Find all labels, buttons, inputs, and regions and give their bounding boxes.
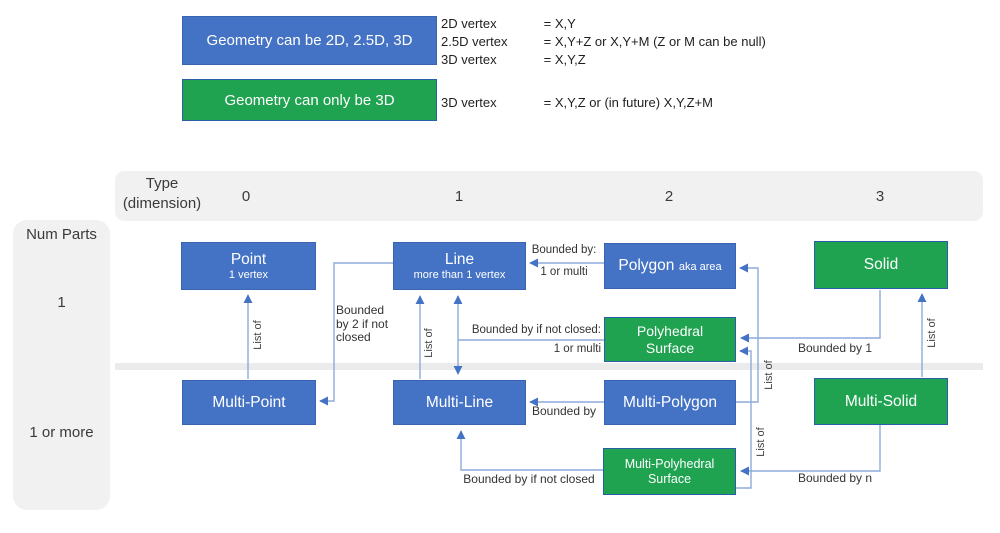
legend-term: 2.5D vertex xyxy=(441,34,508,49)
column-header-1: 1 xyxy=(454,188,464,205)
edge-multipolygon-to-polygon-listof xyxy=(736,263,759,403)
node-solid: Solid xyxy=(814,241,948,289)
edge-label-list-of-polygon: List of xyxy=(763,360,775,390)
num-parts-side-panel xyxy=(13,220,110,510)
legend-only-3d-label: Geometry can only be 3D xyxy=(224,91,395,109)
edge-label-bounded-by-if-not-closed: Bounded by if not closed xyxy=(463,472,595,486)
edge-label-bounded-by-2-if-not-closed: Bounded by 2 if not closed xyxy=(336,303,389,344)
node-multi-polygon: Multi-Polygon xyxy=(604,380,736,425)
legend-row-25d-vertex: 2.5D vertex = X,Y+Z or X,Y+M (Z or M can… xyxy=(441,34,766,49)
legend-def: = X,Y+Z or X,Y+M (Z or M can be null) xyxy=(543,34,766,49)
legend-term: 3D vertex xyxy=(441,52,497,67)
edge-multipolyhedral-to-multiline-bounded xyxy=(456,430,603,471)
node-polyhedral-line2: Surface xyxy=(645,339,695,356)
edge-label-bounded-by: Bounded by xyxy=(531,404,597,418)
edge-label-bounded-by-if-not-closed-colon: Bounded by if not closed: xyxy=(471,324,601,336)
type-axis-label-line1: Type xyxy=(145,175,179,192)
node-multi-polygon-title: Multi-Polygon xyxy=(623,393,717,411)
edge-label-list-of-line: List of xyxy=(423,328,435,358)
legend-def: = X,Y,Z xyxy=(543,52,586,67)
edge-label-bounded-by-n: Bounded by n xyxy=(797,471,873,485)
node-multi-point: Multi-Point xyxy=(182,380,316,425)
edge-label-bounded-by-1: Bounded by 1 xyxy=(797,341,873,355)
node-multi-line-title: Multi-Line xyxy=(425,393,494,411)
edge-label-1-or-multi-bottom: 1 or multi xyxy=(553,343,601,355)
edge-multipolyhedral-to-polyhedral-listof xyxy=(736,346,752,489)
legend-row-3d-only-vertex: 3D vertex = X,Y,Z or (in future) X,Y,Z+M xyxy=(441,95,713,110)
column-header-3: 3 xyxy=(875,188,885,205)
node-multi-polyhedral-line2: Surface xyxy=(647,471,692,486)
num-parts-label: Num Parts xyxy=(26,226,97,243)
edge-label-list-of-point: List of xyxy=(252,320,264,350)
legend-only-3d-box: Geometry can only be 3D xyxy=(182,79,437,121)
legend-2d-25d-3d-box: Geometry can be 2D, 2.5D, 3D xyxy=(182,16,437,65)
node-polygon-title: Polygon aka area xyxy=(618,257,721,275)
node-polyhedral-surface: Polyhedral Surface xyxy=(604,317,736,362)
type-axis-label-line2: (dimension) xyxy=(122,195,202,212)
node-multi-solid-title: Multi-Solid xyxy=(844,392,918,410)
node-multi-solid: Multi-Solid xyxy=(814,378,948,425)
edge-label-1-or-multi-top: 1 or multi xyxy=(540,266,588,278)
column-header-0: 0 xyxy=(241,188,251,205)
edge-label-list-of-polyhedral: List of xyxy=(755,427,767,457)
legend-term: 2D vertex xyxy=(441,16,497,31)
legend-row-3d-vertex: 3D vertex = X,Y,Z xyxy=(441,52,586,67)
node-polygon-suffix: aka area xyxy=(678,260,722,273)
legend-def: = X,Y xyxy=(543,16,576,31)
node-multi-line: Multi-Line xyxy=(393,380,526,425)
type-dimension-header-band xyxy=(115,171,983,221)
row-header-1: 1 xyxy=(57,294,66,311)
legend-def: = X,Y,Z or (in future) X,Y,Z+M xyxy=(543,95,713,110)
edge-label-bounded-by-colon: Bounded by: xyxy=(531,244,597,256)
row-header-1-or-more: 1 or more xyxy=(29,424,94,441)
node-point-title: Point xyxy=(230,250,267,268)
node-line-subtitle: more than 1 vertex xyxy=(413,268,506,281)
node-line: Line more than 1 vertex xyxy=(393,242,526,290)
node-multi-polyhedral-line1: Multi-Polyhedral xyxy=(624,457,715,472)
legend-row-2d-vertex: 2D vertex = X,Y xyxy=(441,16,576,31)
legend-term: 3D vertex xyxy=(441,95,497,110)
node-solid-title: Solid xyxy=(863,256,899,274)
node-polygon-title-text: Polygon xyxy=(618,256,675,274)
node-point-subtitle: 1 vertex xyxy=(228,268,269,281)
node-polyhedral-line1: Polyhedral xyxy=(636,323,704,340)
row-divider xyxy=(115,363,983,370)
node-multi-point-title: Multi-Point xyxy=(212,393,286,411)
edge-solid-to-polyhedral-bounded xyxy=(740,290,881,343)
node-polygon: Polygon aka area xyxy=(604,243,736,289)
edge-label-list-of-solid: List of xyxy=(926,318,938,348)
column-header-2: 2 xyxy=(664,188,674,205)
node-point: Point 1 vertex xyxy=(181,242,316,290)
node-line-title: Line xyxy=(444,250,475,268)
node-multi-polyhedral-surface: Multi-Polyhedral Surface xyxy=(603,448,736,495)
legend-2d-25d-3d-label: Geometry can be 2D, 2.5D, 3D xyxy=(206,32,413,49)
